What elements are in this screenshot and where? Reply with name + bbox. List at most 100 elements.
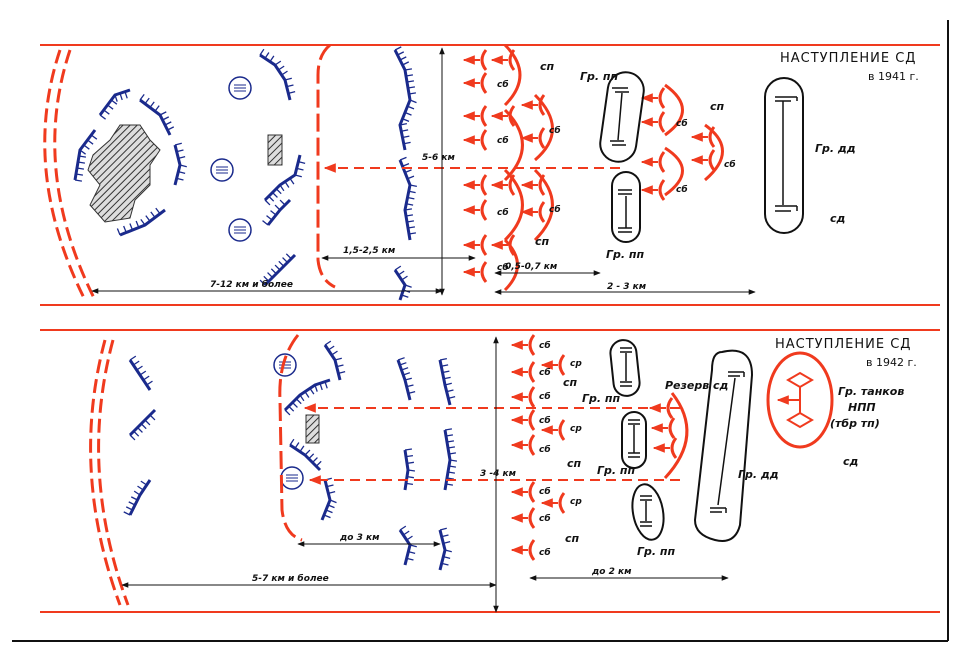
battalion-label: сб (539, 340, 551, 351)
enemy-strongpoint (87, 124, 161, 223)
unit-symbol (462, 261, 488, 283)
trench-line (403, 448, 416, 491)
unit-symbol (462, 174, 488, 196)
enemy-trenches (73, 46, 417, 301)
trench-line (289, 438, 322, 472)
trench-line (438, 357, 456, 406)
group-pp-oval (599, 71, 645, 163)
battalion-label: сб (549, 204, 561, 215)
unit-symbol (540, 419, 566, 441)
trench-line (259, 48, 296, 101)
trench-line (128, 408, 157, 441)
unit-symbol (690, 149, 716, 171)
trench-line (173, 142, 187, 186)
group-dd-oval (764, 77, 804, 234)
unit-symbol (462, 49, 488, 71)
trench-line (320, 477, 337, 521)
enemy-depth-label: 7-12 км и более (210, 279, 293, 290)
group-pp-oval (611, 171, 641, 243)
unit-symbol (650, 417, 676, 439)
panel-year: в 1942 г. (866, 356, 917, 369)
company-label: ср (570, 497, 582, 507)
group-dd-oval (693, 349, 754, 542)
battalion-label: сб (539, 367, 551, 378)
battalion-label: сб (497, 262, 509, 273)
friendly-units (462, 49, 716, 283)
rear-distance-label: до 2 км (591, 567, 632, 577)
unit-symbol (510, 434, 536, 456)
regiment-label: сп (563, 376, 578, 389)
unit-symbol (462, 72, 488, 94)
start-distance-label: 1,5-2,5 км (343, 246, 396, 256)
trench-line (263, 154, 306, 206)
unit-symbol (510, 386, 536, 408)
unit-symbol (510, 481, 536, 503)
group-pp-label: Гр. пп (580, 70, 618, 83)
panel-year: в 1941 г. (868, 70, 919, 83)
battalion-label: сб (497, 135, 509, 146)
trench-line (259, 253, 297, 287)
reserve-arc (663, 392, 689, 480)
unit-symbol (510, 539, 536, 561)
rear-distance-label: 2 - 3 км (607, 282, 647, 292)
tank-group-label: (тбр тп) (830, 417, 880, 430)
division-label: сд (830, 212, 846, 225)
trench-line (128, 355, 153, 391)
panel-title: НАСТУПЛЕНИЕ СД (780, 51, 916, 66)
enemy-reserve-circle (228, 218, 252, 242)
unit-symbol (652, 437, 678, 459)
unit-symbol (510, 361, 536, 383)
regiment-label: сп (535, 235, 550, 248)
friendly-units (510, 334, 678, 561)
battalion-label: сб (497, 79, 509, 90)
unit-arcs (503, 43, 724, 292)
trench-line (438, 527, 452, 571)
battalion-label: сб (549, 125, 561, 136)
trench-line (98, 88, 131, 120)
tank-symbol (776, 371, 814, 429)
front-width-label: 5-6 км (422, 153, 456, 163)
unit-symbol (640, 111, 666, 133)
regiment-label: сп (540, 60, 555, 73)
trench-line (116, 207, 166, 237)
tank-group-label: НПП (848, 401, 876, 414)
artillery-symbols (620, 347, 745, 527)
trench-line (393, 265, 412, 301)
panel-1942: НАСТУПЛЕНИЕ СД в 1942 г. 3 -4 км до 3 км… (40, 329, 940, 613)
unit-symbol (462, 105, 488, 127)
battalion-label: сб (539, 547, 551, 558)
unit-symbol (462, 234, 488, 256)
artillery-symbols (610, 87, 798, 233)
battalion-label: сб (539, 444, 551, 455)
trench-line (398, 525, 417, 566)
unit-symbol (462, 199, 488, 221)
unit-symbol (510, 507, 536, 529)
enemy-reserves (273, 353, 304, 490)
enemy-trenches (123, 340, 458, 571)
trench-line (123, 479, 152, 516)
tank-group-label: Гр. танков (838, 385, 904, 398)
enemy-reserve-circle (228, 76, 252, 100)
start-distance-label: до 3 км (339, 533, 380, 543)
enemy-reserve-circle (280, 466, 304, 490)
group-pp-oval (609, 339, 641, 397)
unit-symbol (520, 201, 546, 223)
enemy-reserves (210, 76, 252, 242)
trench-line (323, 340, 346, 381)
group-dd-label: Гр. дд (738, 468, 779, 481)
trench-line (396, 357, 416, 401)
enemy-reserve-circle (273, 353, 297, 377)
dimension-lines (91, 47, 756, 296)
group-pp-label: Гр. пп (606, 248, 644, 261)
regiment-label: сп (565, 532, 580, 545)
enemy-strongpoint-small (267, 134, 283, 166)
battalion-label: сб (539, 513, 551, 524)
trench-line (393, 46, 417, 151)
unit-symbol (520, 94, 546, 116)
regiment-label: сп (710, 100, 725, 113)
regiment-label: сп (567, 457, 582, 470)
battalion-label: сб (539, 391, 551, 402)
tank-group-oval (766, 351, 834, 449)
enemy-depth-label: 5-7 км и более (252, 573, 329, 584)
